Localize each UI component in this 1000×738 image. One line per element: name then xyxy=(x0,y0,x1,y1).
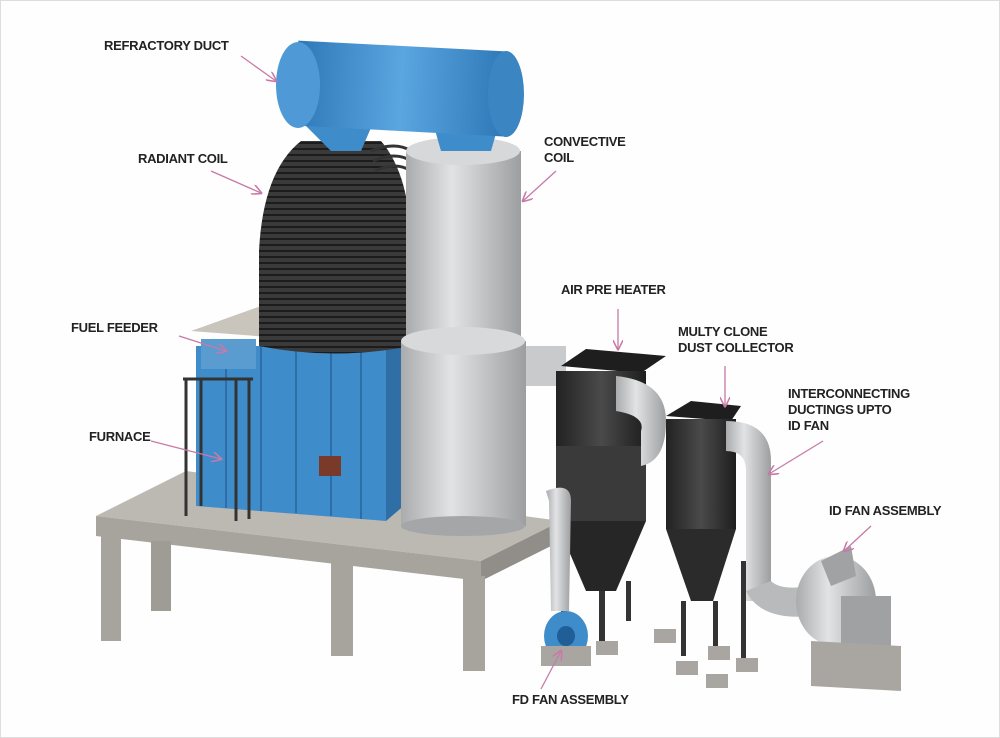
label-convective-coil: CONVECTIVE COIL xyxy=(544,134,626,166)
refractory-duct xyxy=(276,40,524,151)
label-id-fan-assembly: ID FAN ASSEMBLY xyxy=(829,503,942,518)
air-pre-heater xyxy=(526,346,666,646)
label-line: DUCTINGS UPTO xyxy=(788,402,892,417)
label-line: INTERCONNECTING xyxy=(788,386,910,401)
pointer-arrows xyxy=(150,55,872,690)
label-line: COIL xyxy=(544,150,574,165)
interconnecting-ducting xyxy=(726,421,811,617)
label-line: DUST COLLECTOR xyxy=(678,340,794,355)
label-fuel-feeder: FUEL FEEDER xyxy=(71,320,158,335)
label-interconnecting-ductings: INTERCONNECTING DUCTINGS UPTO ID FAN xyxy=(788,386,910,434)
label-line: MULTY CLONE xyxy=(678,324,768,339)
label-furnace: FURNACE xyxy=(89,429,151,444)
pedestals xyxy=(596,629,758,688)
multiclone-dust-collector xyxy=(666,401,746,661)
label-fd-fan-assembly: FD FAN ASSEMBLY xyxy=(512,692,629,707)
label-line: ID FAN xyxy=(788,418,829,433)
label-multiclone: MULTY CLONE DUST COLLECTOR xyxy=(678,324,794,356)
label-radiant-coil: RADIANT COIL xyxy=(138,151,228,166)
id-fan-assembly xyxy=(796,546,901,691)
label-refractory-duct: REFRACTORY DUCT xyxy=(104,38,229,53)
radiant-coil xyxy=(259,141,412,354)
label-line: CONVECTIVE xyxy=(544,134,626,149)
convective-coil xyxy=(401,137,526,536)
label-air-pre-heater: AIR PRE HEATER xyxy=(561,282,666,297)
fuel-feeder xyxy=(183,339,256,521)
